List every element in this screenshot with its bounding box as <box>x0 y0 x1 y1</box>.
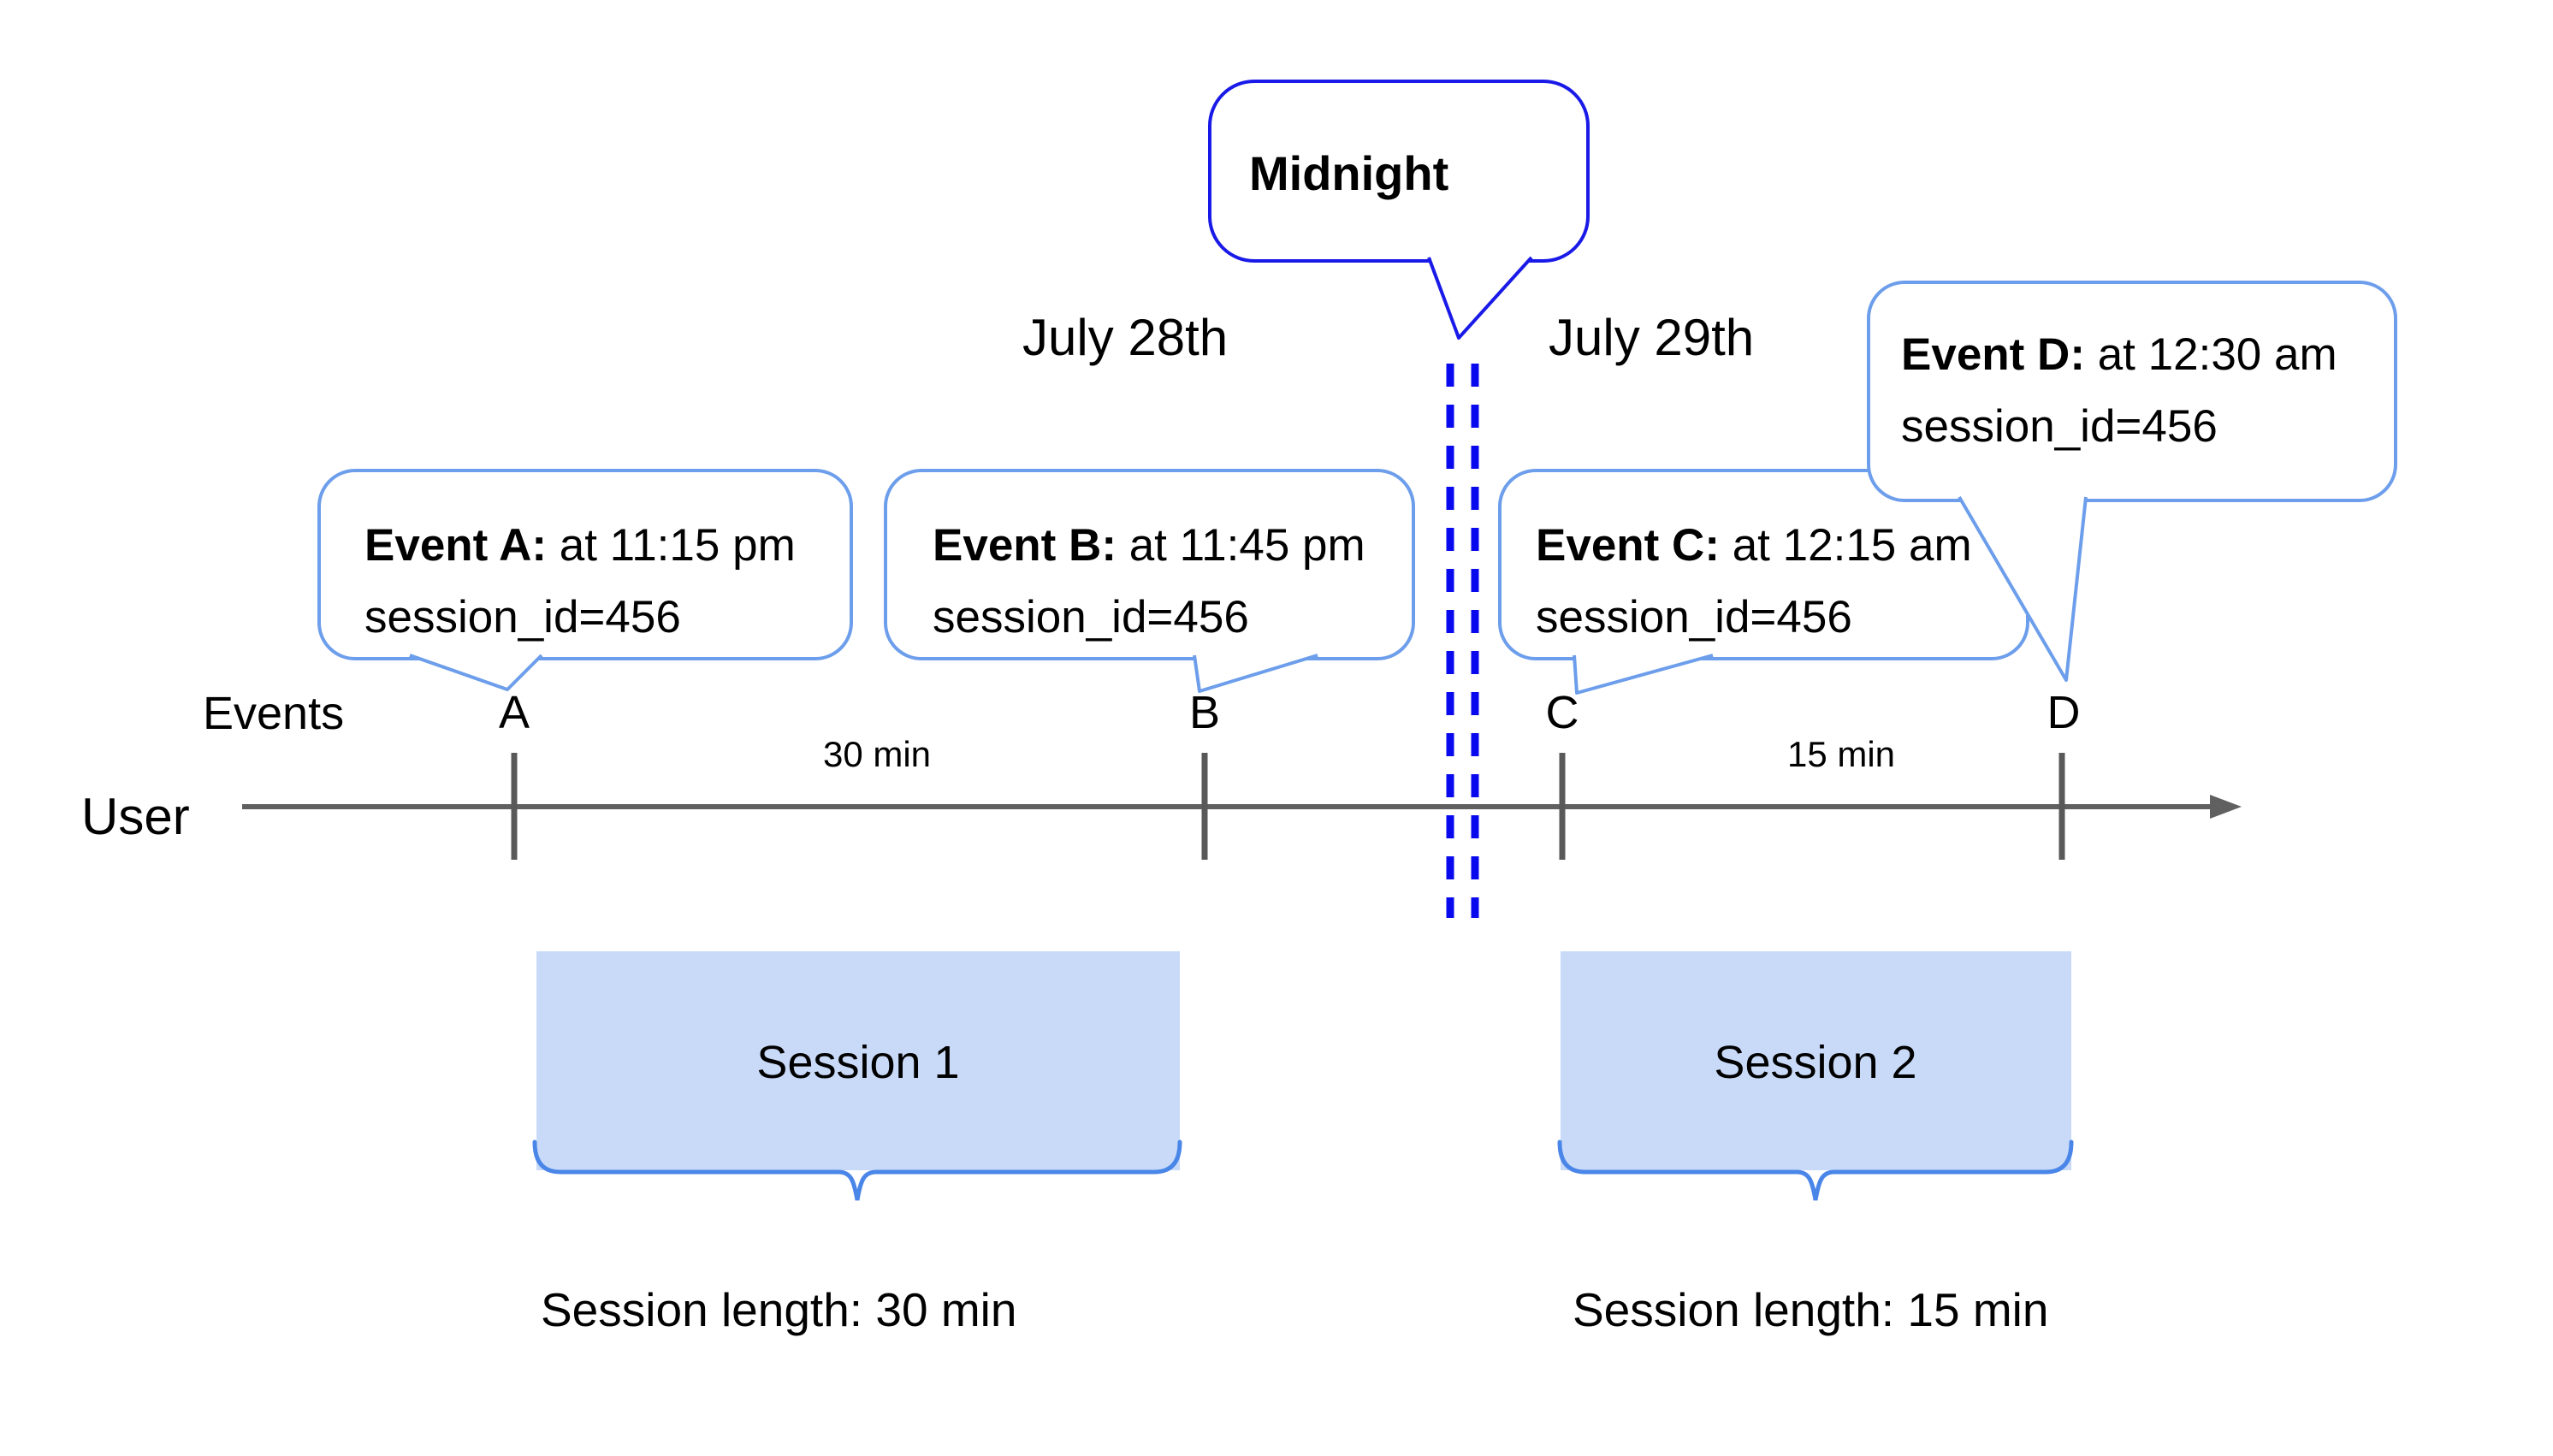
callout-event-a: Event A: at 11:15 pm session_id=456 <box>317 469 853 691</box>
event-letter-a: A <box>499 687 530 738</box>
session-1-brace <box>532 1139 1182 1201</box>
session-1-length-caption: Session length: 30 min <box>541 1283 1016 1336</box>
date-label-july-29: July 29th <box>1549 309 1754 366</box>
session-2-brace <box>1557 1139 2074 1201</box>
callout-event-d-line1: Event D: at 12:30 am <box>1901 329 2337 380</box>
callout-event-a-line2: session_id=456 <box>364 592 681 642</box>
callout-event-a-line1: Event A: at 11:15 pm <box>364 520 796 571</box>
callout-midnight-label: Midnight <box>1249 146 1448 200</box>
callout-event-a-tail <box>409 654 543 691</box>
callout-event-b-line2: session_id=456 <box>933 592 1249 642</box>
timeline <box>242 753 2242 860</box>
session-2-label: Session 2 <box>1714 1037 1916 1088</box>
midnight-divider <box>1446 364 1479 918</box>
callout-event-d-line2: session_id=456 <box>1901 401 2218 452</box>
callout-event-c-line2: session_id=456 <box>1536 592 1852 642</box>
callout-event-d: Event D: at 12:30 am session_id=456 <box>1867 281 2397 682</box>
callout-event-b-bubble <box>884 469 1415 660</box>
user-row-label: User <box>81 788 190 845</box>
callout-event-c-line1: Event C: at 12:15 am <box>1536 520 1972 571</box>
callout-midnight-bubble <box>1208 80 1590 263</box>
callout-event-c: Event C: at 12:15 am session_id=456 <box>1498 469 2029 695</box>
callout-midnight-tail <box>1427 256 1533 340</box>
event-letter-d: D <box>2047 687 2081 738</box>
session-2-box <box>1561 951 2071 1170</box>
event-letter-c: C <box>1546 687 1579 738</box>
callout-event-b-line1: Event B: at 11:45 pm <box>933 520 1365 571</box>
callout-event-b-tail <box>1193 654 1318 693</box>
callout-event-d-tail <box>1958 495 2088 682</box>
callout-event-c-tail <box>1573 654 1714 695</box>
callout-event-b: Event B: at 11:45 pm session_id=456 <box>884 469 1415 693</box>
session-1-block: Session 1 <box>536 951 1180 1170</box>
callout-midnight: Midnight <box>1208 80 1590 340</box>
gap-label-15min: 15 min <box>1787 734 1895 774</box>
gap-label-30min: 30 min <box>823 734 931 774</box>
date-label-july-28: July 28th <box>1022 309 1228 366</box>
session-1-label: Session 1 <box>756 1037 959 1088</box>
events-row-label: Events <box>203 688 344 739</box>
timeline-arrowhead-icon <box>2210 795 2242 819</box>
session-2-length-caption: Session length: 15 min <box>1573 1283 2048 1336</box>
callout-event-d-bubble <box>1867 281 2397 502</box>
session-2-block: Session 2 <box>1561 951 2071 1170</box>
session-1-box <box>536 951 1180 1170</box>
event-letter-b: B <box>1189 687 1220 738</box>
callout-event-a-bubble <box>317 469 853 660</box>
